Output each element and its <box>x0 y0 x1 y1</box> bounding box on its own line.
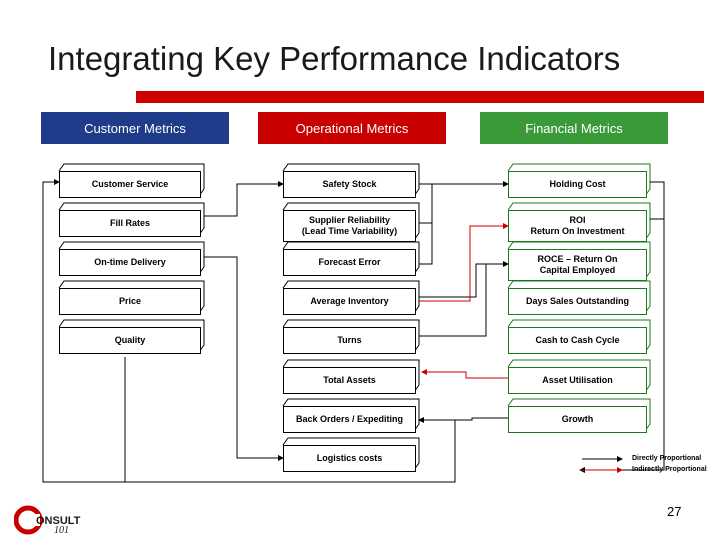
box-sublabel: Return On Investment <box>530 226 625 236</box>
financial-metric-box: Asset Utilisation <box>508 367 647 394</box>
box-label: ROI <box>569 215 586 225</box>
customer-metrics-header: Customer Metrics <box>41 112 229 144</box>
box-label: Price <box>118 296 142 306</box>
box-label: Supplier Reliability <box>308 215 391 225</box>
title-underline-gap <box>24 91 136 103</box>
operational-metric-box: Supplier Reliability(Lead Time Variabili… <box>283 210 416 242</box>
box-label: Holding Cost <box>549 179 606 189</box>
box-label: Quality <box>114 335 146 345</box>
logo-text: ONSULT <box>36 515 81 527</box>
box-label: Days Sales Outstanding <box>525 296 630 306</box>
page-number: 27 <box>667 504 682 519</box>
box-label: Cash to Cash Cycle <box>535 335 620 345</box>
box-depth-edges <box>58 163 420 471</box>
operational-metric-box: Forecast Error <box>283 249 416 276</box>
operational-metrics-header: Operational Metrics <box>258 112 446 144</box>
box-sublabel: (Lead Time Variability) <box>301 226 398 236</box>
box-label: ROCE – Return On <box>537 254 618 264</box>
box-label: Asset Utilisation <box>542 375 613 385</box>
customer-metric-box: On-time Delivery <box>59 249 201 276</box>
legend-indirect-label: Indirectly Proportional <box>632 466 707 473</box>
box-label: Fill Rates <box>109 218 150 228</box>
financial-metric-box: Holding Cost <box>508 171 647 198</box>
box-label: Average Inventory <box>310 296 389 306</box>
box-label: Forecast Error <box>318 257 381 267</box>
logo-subtext: 101 <box>54 525 69 536</box>
consult-logo: ONSULT 101 <box>13 500 94 540</box>
financial-metric-box: Days Sales Outstanding <box>508 288 647 315</box>
box-label: Safety Stock <box>322 179 377 189</box>
customer-metric-box: Price <box>59 288 201 315</box>
financial-metric-box: Growth <box>508 406 647 433</box>
operational-metric-box: Safety Stock <box>283 171 416 198</box>
operational-metric-box: Total Assets <box>283 367 416 394</box>
box-label: Customer Service <box>91 179 169 189</box>
operational-metric-box: Average Inventory <box>283 288 416 315</box>
financial-metric-box: Cash to Cash Cycle <box>508 327 647 354</box>
financial-box-depth-edges <box>507 163 651 432</box>
customer-metric-box: Quality <box>59 327 201 354</box>
operational-metric-box: Logistics costs <box>283 445 416 472</box>
box-sublabel: Capital Employed <box>539 265 616 275</box>
financial-metrics-header: Financial Metrics <box>480 112 668 144</box>
page-title: Integrating Key Performance Indicators <box>48 40 621 77</box>
box-label: Growth <box>561 414 594 424</box>
box-label: Turns <box>337 335 362 345</box>
legend-direct-label: Directly Proportional <box>632 455 702 462</box>
customer-metric-box: Customer Service <box>59 171 201 198</box>
box-label: On-time Delivery <box>94 257 166 267</box>
box-label: Back Orders / Expediting <box>295 414 404 424</box>
box-label: Total Assets <box>323 375 376 385</box>
title-underline-bar <box>24 91 704 103</box>
operational-metric-box: Back Orders / Expediting <box>283 406 416 433</box>
logo-c-icon: ONSULT 101 <box>13 505 81 536</box>
operational-metric-box: Turns <box>283 327 416 354</box>
box-label: Logistics costs <box>316 453 383 463</box>
customer-metric-box: Fill Rates <box>59 210 201 237</box>
